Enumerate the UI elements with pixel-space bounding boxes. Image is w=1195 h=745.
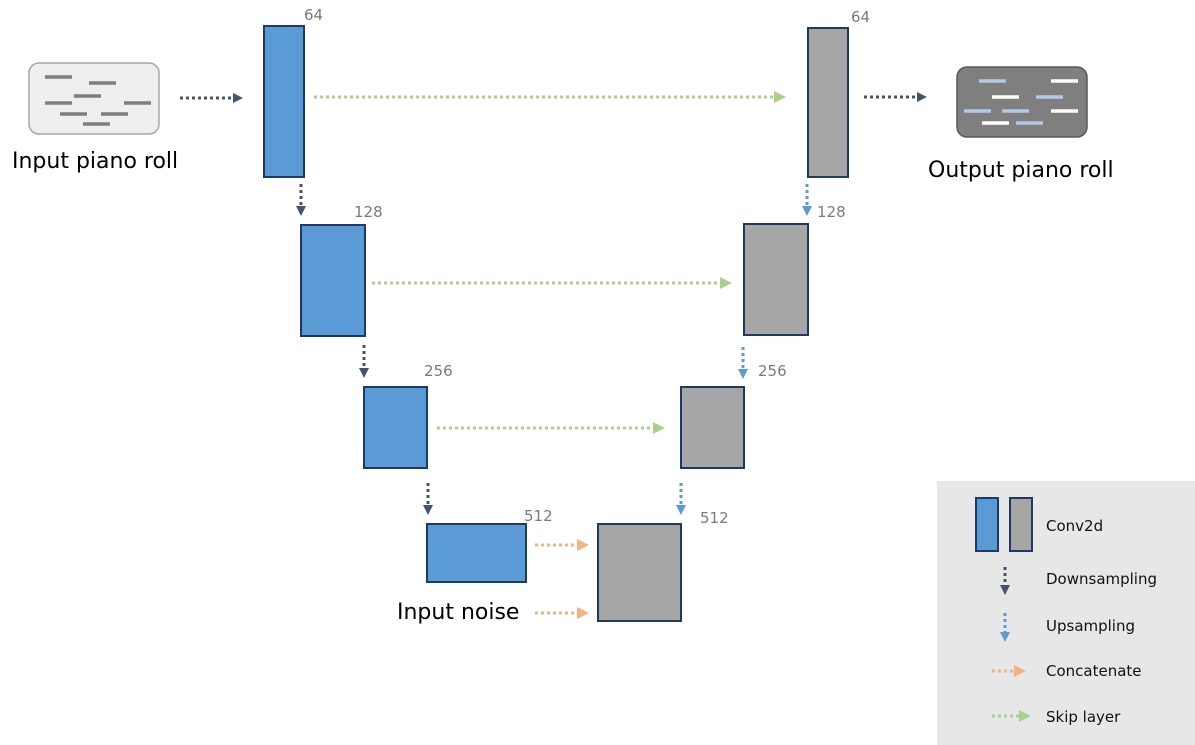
channel-label-128-right: 128: [817, 203, 846, 221]
encoder-block-64: [263, 25, 305, 178]
legend-conv2d-decoder-swatch: [1009, 497, 1033, 552]
channel-label-512-left: 512: [524, 507, 553, 525]
encoder-block-128: [300, 224, 366, 337]
output-piano-roll-icon: [956, 66, 1088, 138]
legend-downsampling-label: Downsampling: [1046, 570, 1157, 588]
decoder-block-64: [807, 27, 849, 178]
encoder-block-256: [363, 386, 428, 469]
output-piano-roll-label: Output piano roll: [928, 158, 1114, 183]
channel-label-128-left: 128: [354, 203, 383, 221]
decoder-block-512: [597, 523, 682, 622]
legend: Conv2d Downsampling Upsampling Concatena…: [937, 481, 1195, 745]
legend-skip-label: Skip layer: [1046, 708, 1121, 726]
input-piano-roll-icon: [28, 62, 160, 135]
input-noise-label: Input noise: [397, 600, 519, 625]
decoder-block-256: [680, 386, 745, 469]
channel-label-256-right: 256: [758, 362, 787, 380]
channel-label-64-right: 64: [851, 8, 870, 26]
legend-conv2d-label: Conv2d: [1046, 517, 1103, 535]
channel-label-512-right: 512: [700, 509, 729, 527]
channel-label-256-left: 256: [424, 362, 453, 380]
encoder-block-512: [426, 523, 527, 583]
legend-conv2d-encoder-swatch: [975, 497, 999, 552]
legend-upsampling-label: Upsampling: [1046, 617, 1135, 635]
legend-concatenate-label: Concatenate: [1046, 662, 1142, 680]
input-piano-roll-label: Input piano roll: [12, 149, 178, 174]
channel-label-64-left: 64: [304, 6, 323, 24]
decoder-block-128: [743, 223, 809, 336]
